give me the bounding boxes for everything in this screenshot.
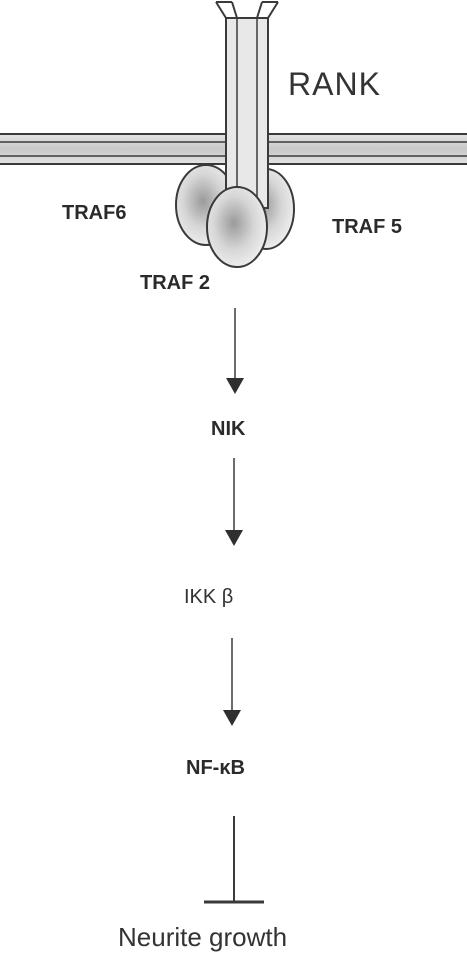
neurite-growth-label: Neurite growth — [118, 922, 288, 952]
inhibition-nfkb-to-neurite — [204, 816, 264, 904]
ikk-beta-label: IKK β — [184, 586, 234, 608]
nfkb-label: NF-κB — [186, 757, 245, 779]
arrow-traf-to-nik — [226, 308, 244, 394]
arrow-nik-to-ikk — [225, 458, 243, 546]
traf2-protein — [206, 186, 268, 268]
rank-label: RANK — [288, 66, 381, 102]
traf2-label: TRAF 2 — [140, 272, 210, 294]
arrow-ikk-to-nfkb — [223, 638, 241, 726]
traf6-label: TRAF6 — [62, 202, 127, 224]
traf5-label: TRAF 5 — [332, 216, 402, 238]
nik-label: NIK — [211, 418, 246, 440]
rank-receptor — [215, 1, 279, 209]
